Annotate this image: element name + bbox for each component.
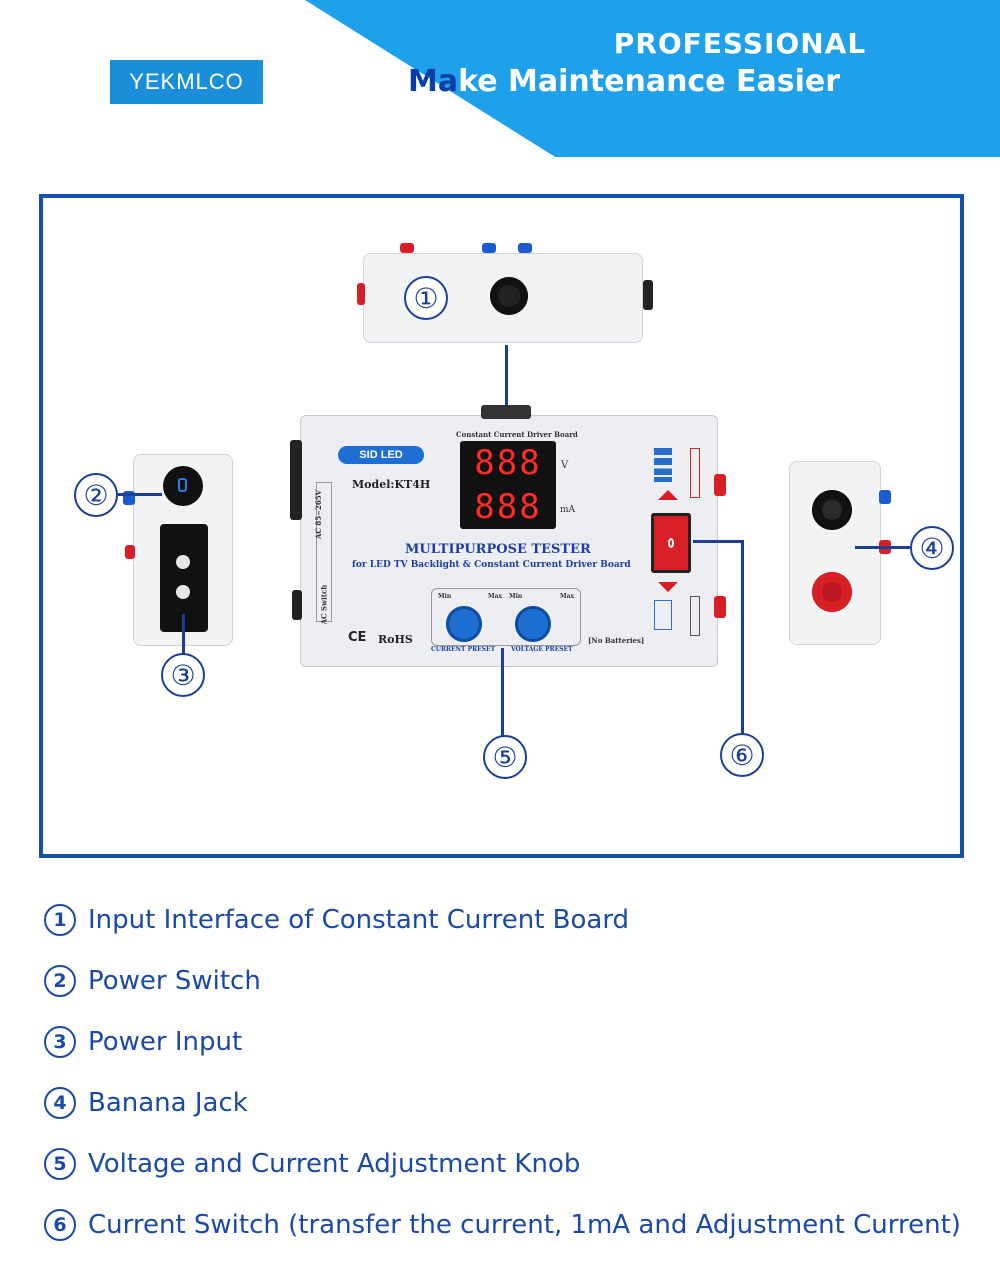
diagram-frame	[39, 194, 964, 858]
legend-number: 4	[44, 1087, 76, 1119]
legend-item-1: 1 Input Interface of Constant Current Bo…	[44, 904, 629, 936]
callout-line-6	[741, 540, 744, 734]
voltage-max-label: Max	[560, 593, 575, 600]
legend-text: Current Switch (transfer the current, 1m…	[88, 1210, 961, 1240]
red-terminal	[400, 243, 414, 253]
headline-professional: PROFESSIONAL	[613, 27, 867, 60]
black-banana-jack	[812, 490, 852, 530]
switch-symbol	[668, 538, 674, 548]
tagline-light-part: ke Maintenance Easier	[458, 64, 841, 99]
device-title: MULTIPURPOSE TESTER	[405, 542, 591, 557]
legend-item-6: 6 Current Switch (transfer the current, …	[44, 1209, 961, 1241]
inlet-pin	[176, 555, 190, 569]
legend-item-2: 2 Power Switch	[44, 965, 261, 997]
battery-icon	[654, 600, 672, 630]
legend-number: 3	[44, 1026, 76, 1058]
current-preset-knob[interactable]	[446, 606, 482, 642]
legend-number: 1	[44, 904, 76, 936]
callout-4: ④	[910, 526, 954, 570]
side-jack	[643, 280, 653, 310]
device-subtitle: for LED TV Backlight & Constant Current …	[352, 560, 631, 570]
current-readout: 888	[474, 487, 542, 527]
side-jack	[357, 283, 365, 305]
ac-switch-label: AC Switch	[319, 584, 329, 625]
signal-bars-icon	[654, 448, 672, 482]
board-label: Constant Current Driver Board	[456, 430, 578, 439]
power-switch[interactable]	[163, 466, 203, 506]
arrow-down-icon	[658, 582, 678, 592]
callout-line-5	[501, 648, 504, 736]
current-preset-label: CURRENT PRESET	[431, 646, 496, 653]
device-side-port	[290, 440, 302, 520]
callout-line-6	[693, 540, 743, 543]
blue-terminal	[879, 490, 891, 504]
current-min-label: Min	[438, 593, 452, 600]
current-max-label: Max	[488, 593, 503, 600]
automatic-output-label	[690, 448, 700, 498]
blue-terminal	[518, 243, 532, 253]
led-display: 888 888	[460, 441, 556, 529]
voltage-preset-label: VOLTAGE PRESET	[511, 646, 573, 653]
legend-item-3: 3 Power Input	[44, 1026, 242, 1058]
arrow-up-icon	[658, 490, 678, 500]
legend-text: Voltage and Current Adjustment Knob	[88, 1149, 581, 1179]
device-side-port	[292, 590, 302, 620]
inlet-pin	[176, 585, 190, 599]
device-side-jack	[714, 474, 726, 496]
ma-current-label	[690, 596, 700, 636]
voltage-min-label: Min	[509, 593, 523, 600]
callout-6: ⑥	[720, 733, 764, 777]
legend-text: Banana Jack	[88, 1088, 248, 1118]
brand-logo: YEKMLCO	[110, 60, 263, 104]
legend-item-4: 4 Banana Jack	[44, 1087, 248, 1119]
ac-voltage-label: AC 85~265V	[314, 489, 324, 540]
red-banana-jack	[812, 572, 852, 612]
legend-text: Power Input	[88, 1027, 243, 1057]
banana-jack-module	[789, 461, 881, 645]
ac-label-panel	[316, 482, 332, 622]
voltage-unit: V	[561, 460, 569, 471]
headline-tagline: Make Maintenance Easier	[408, 64, 840, 99]
sid-led-badge: SID LED	[338, 446, 424, 464]
legend-number: 6	[44, 1209, 76, 1241]
current-unit: mA	[560, 505, 576, 515]
callout-3: ③	[161, 653, 205, 697]
ce-mark: CE	[348, 630, 367, 645]
legend-number: 5	[44, 1148, 76, 1180]
no-batteries-label: [No Batteries]	[588, 636, 645, 645]
callout-line-1	[505, 345, 508, 413]
dc-jack	[490, 277, 528, 315]
legend-number: 2	[44, 965, 76, 997]
callout-line-3	[182, 614, 185, 654]
voltage-readout: 888	[474, 443, 542, 483]
tagline-dark-part: Ma	[408, 64, 459, 99]
voltage-preset-knob[interactable]	[515, 606, 551, 642]
legend-text: Input Interface of Constant Current Boar…	[88, 905, 630, 935]
device-top-connector	[481, 405, 531, 419]
callout-line-2	[118, 493, 162, 496]
legend-text: Power Switch	[88, 966, 261, 996]
callout-5: ⑤	[483, 735, 527, 779]
red-terminal	[125, 545, 135, 559]
blue-terminal	[482, 243, 496, 253]
knob-panel	[431, 588, 581, 646]
legend-item-5: 5 Voltage and Current Adjustment Knob	[44, 1148, 580, 1180]
power-switch-symbol	[178, 478, 187, 492]
callout-2: ②	[74, 473, 118, 517]
device-model: Model:KT4H	[352, 478, 431, 491]
callout-1: ①	[404, 276, 448, 320]
callout-line-4	[855, 546, 910, 549]
device-side-jack	[714, 596, 726, 618]
rohs-mark: RoHS	[378, 633, 413, 646]
